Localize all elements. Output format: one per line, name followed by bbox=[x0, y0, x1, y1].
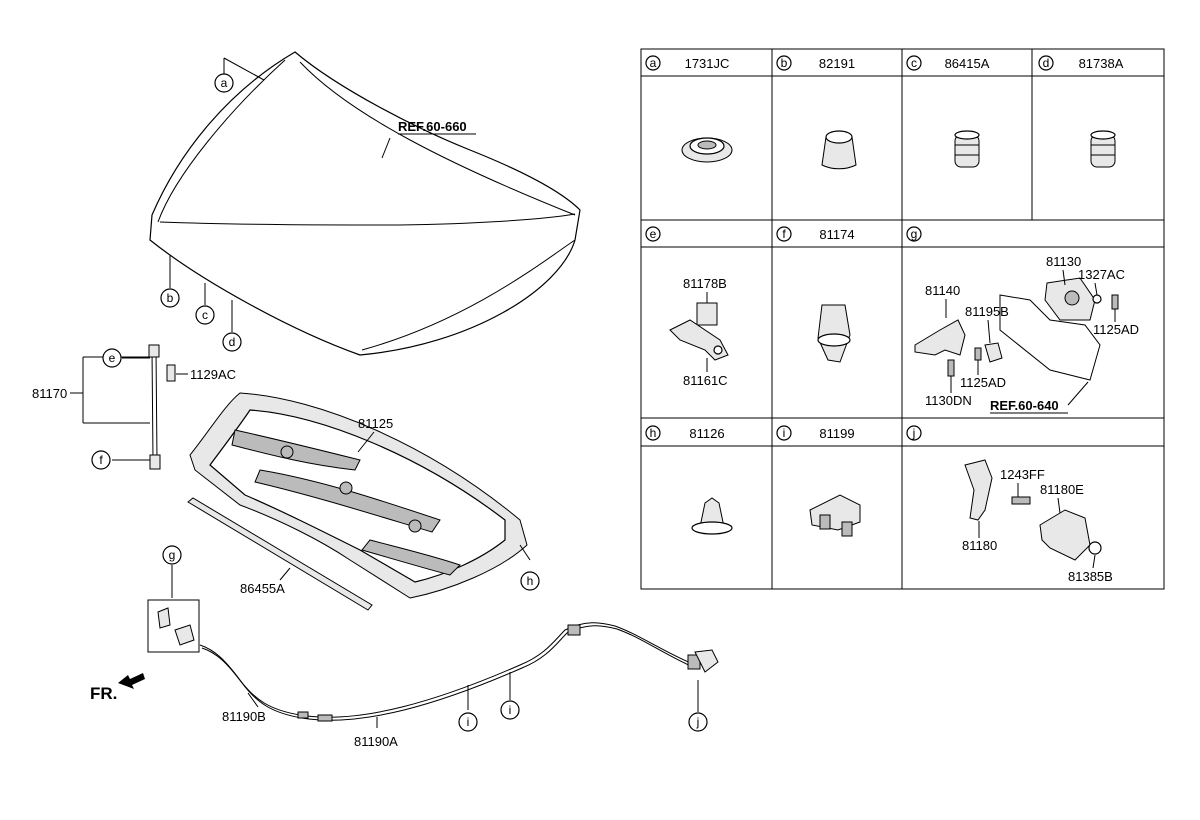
callout-f-letter[interactable]: f bbox=[99, 453, 103, 467]
callout-i-2-letter[interactable]: i bbox=[509, 703, 512, 717]
callout-i-2: i bbox=[500, 700, 520, 720]
table-cell-b-part[interactable]: 82191 bbox=[819, 56, 855, 71]
table-cell-b-letter[interactable]: b bbox=[781, 56, 788, 70]
table-cell-f-letter[interactable]: f bbox=[782, 227, 786, 241]
table-cell-d-letter[interactable]: d bbox=[1043, 56, 1050, 70]
clip-1129ac-label[interactable]: 1129AC bbox=[190, 367, 236, 382]
table-cell-d-part[interactable]: 81738A bbox=[1079, 56, 1124, 71]
callout-f: f bbox=[91, 450, 111, 470]
callout-j-letter[interactable]: j bbox=[696, 715, 700, 729]
nut-1327ac-label[interactable]: 1327AC bbox=[1078, 267, 1125, 282]
lever-81140-label[interactable]: 81140 bbox=[925, 283, 960, 298]
callout-a-letter[interactable]: a bbox=[221, 76, 228, 90]
table-cell-i: i 81199 bbox=[776, 425, 855, 441]
holder-81174-illustration bbox=[817, 304, 851, 363]
hood-insulator bbox=[189, 392, 528, 599]
cable-front-label[interactable]: 81190B bbox=[222, 709, 266, 724]
stopper-82191-illustration bbox=[821, 130, 857, 170]
table-cell-a-part[interactable]: 1731JC bbox=[685, 56, 730, 71]
ref-hood-label[interactable]: REF.60-660 bbox=[398, 119, 467, 134]
table-cell-h-part[interactable]: 81126 bbox=[689, 426, 724, 441]
table-cell-e: e bbox=[645, 226, 661, 242]
table-cell-c-part[interactable]: 86415A bbox=[945, 56, 990, 71]
hood-seal-strip bbox=[187, 497, 373, 611]
table-cell-i-part[interactable]: 81199 bbox=[819, 426, 854, 441]
callout-h: h bbox=[520, 571, 540, 591]
callout-c-letter[interactable]: c bbox=[202, 308, 208, 322]
ref-latch-label[interactable]: REF.60-640 bbox=[990, 398, 1059, 413]
callout-c: c bbox=[195, 305, 215, 325]
cable-main-label[interactable]: 81190A bbox=[354, 734, 398, 749]
table-cell-a-letter[interactable]: a bbox=[650, 56, 657, 70]
stay-rod-clip-illustration bbox=[669, 302, 729, 361]
callout-i-letter[interactable]: i bbox=[467, 715, 470, 729]
callout-a: a bbox=[214, 73, 234, 93]
callout-g-letter[interactable]: g bbox=[169, 548, 176, 562]
callout-i: i bbox=[458, 712, 478, 732]
bolt-1125ad-label-1[interactable]: 1125AD bbox=[1093, 322, 1139, 337]
bolt-1125ad-label-2[interactable]: 1125AD bbox=[960, 375, 1006, 390]
hood-panel bbox=[149, 51, 581, 356]
clip-81178b-label[interactable]: 81178B bbox=[683, 276, 727, 291]
latch-thumbnail bbox=[157, 607, 195, 646]
callout-g: g bbox=[162, 545, 182, 565]
cable-clip-81199-illustration bbox=[809, 494, 861, 537]
table-cell-e-letter[interactable]: e bbox=[650, 227, 657, 241]
grommet-1731jc-illustration bbox=[681, 137, 733, 163]
front-arrow-icon bbox=[118, 673, 145, 689]
callout-e: e bbox=[102, 348, 122, 368]
bumper-81195b-label[interactable]: 81195B bbox=[965, 304, 1009, 319]
stay-rod-label[interactable]: 81170 bbox=[32, 386, 67, 401]
latch-81130-label[interactable]: 81130 bbox=[1046, 254, 1081, 269]
table-cell-i-letter[interactable]: i bbox=[783, 426, 786, 440]
bumper-86415a-illustration bbox=[954, 130, 980, 168]
handle-81180-label[interactable]: 81180 bbox=[962, 538, 997, 553]
table-cell-f-part[interactable]: 81174 bbox=[819, 227, 854, 242]
cap-81385b-label[interactable]: 81385B bbox=[1068, 569, 1113, 584]
table-cell-j: j bbox=[906, 425, 922, 441]
table-cell-g: g bbox=[906, 226, 922, 242]
push-clip-81126-illustration bbox=[691, 497, 733, 535]
stay-rod bbox=[148, 344, 176, 470]
table-cell-a: a 1731JC bbox=[645, 55, 730, 71]
table-cell-h: h 81126 bbox=[645, 425, 725, 441]
table-cell-g-letter[interactable]: g bbox=[911, 227, 918, 241]
bracket-81161c-label[interactable]: 81161C bbox=[683, 373, 728, 388]
release-cable bbox=[199, 622, 719, 722]
bumper-81738a-illustration bbox=[1090, 130, 1116, 168]
table-cell-c: c 86415A bbox=[906, 55, 990, 71]
latch-thumbnail-box bbox=[147, 599, 200, 653]
table-cell-b: b 82191 bbox=[776, 55, 855, 71]
callout-d: d bbox=[222, 332, 242, 352]
table-cell-c-letter[interactable]: c bbox=[911, 56, 917, 70]
bolt-1130dn-label[interactable]: 1130DN bbox=[925, 393, 972, 408]
callout-h-letter[interactable]: h bbox=[527, 574, 534, 588]
callout-b: b bbox=[160, 288, 180, 308]
callout-b-letter[interactable]: b bbox=[167, 291, 174, 305]
table-cell-h-letter[interactable]: h bbox=[650, 426, 657, 440]
callout-j: j bbox=[688, 712, 708, 732]
parts-table bbox=[640, 48, 1165, 590]
fr-label[interactable]: FR. bbox=[90, 684, 117, 703]
callout-d-letter[interactable]: d bbox=[229, 335, 236, 349]
insulator-label[interactable]: 81125 bbox=[358, 416, 393, 431]
table-cell-j-letter[interactable]: j bbox=[912, 426, 916, 440]
table-cell-f: f 81174 bbox=[776, 226, 855, 242]
screw-1243ff-label[interactable]: 1243FF bbox=[1000, 467, 1045, 482]
table-cell-d: d 81738A bbox=[1038, 55, 1124, 71]
bracket-81180e-label[interactable]: 81180E bbox=[1040, 482, 1084, 497]
callout-e-letter[interactable]: e bbox=[109, 351, 116, 365]
front-direction-indicator: FR. bbox=[90, 673, 145, 703]
seal-label[interactable]: 86455A bbox=[240, 581, 285, 596]
release-handle-illustration bbox=[964, 459, 1102, 561]
